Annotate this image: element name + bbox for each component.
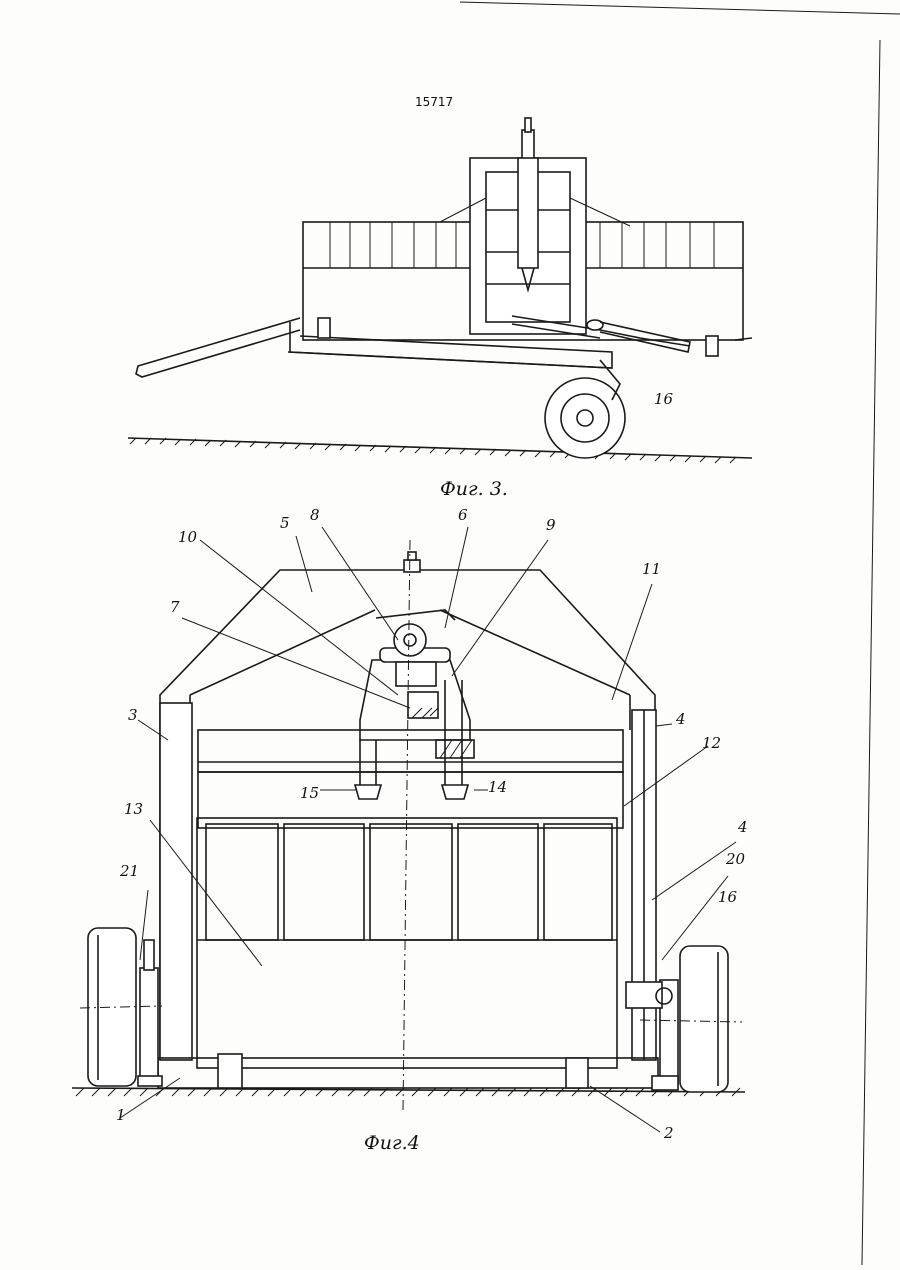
fig4-label-20: 20: [726, 850, 745, 868]
fig4-label-14: 14: [488, 778, 507, 796]
fig4-label-8: 8: [310, 506, 320, 524]
scan-right-edge: [862, 40, 880, 1265]
fig4-label-4-upper: 4: [676, 710, 686, 728]
fig4-label-9: 9: [546, 516, 556, 534]
fig4-label-16: 16: [718, 888, 737, 906]
fig4-label-7: 7: [170, 598, 180, 616]
fig4-label-11: 11: [642, 560, 661, 578]
scan-top-edge: [460, 2, 900, 14]
fig4-label-1: 1: [116, 1106, 126, 1124]
fig3-label-16: 16: [654, 390, 673, 408]
figure-4-caption: Фиг.4: [364, 1132, 420, 1154]
fig4-label-5: 5: [280, 514, 290, 532]
fig4-label-4-lower: 4: [738, 818, 748, 836]
fig4-label-10: 10: [178, 528, 197, 546]
fig4-label-13: 13: [124, 800, 143, 818]
fig4-label-6: 6: [458, 506, 468, 524]
figure-3-caption: Фиг. 3.: [440, 478, 508, 500]
fig4-label-3: 3: [128, 706, 138, 724]
figure-3-drawing: [128, 118, 752, 463]
fig4-label-12: 12: [702, 734, 721, 752]
figure-4-drawing: [72, 527, 745, 1132]
fig4-label-15: 15: [300, 784, 319, 802]
fig4-label-21: 21: [120, 862, 139, 880]
fig4-label-2: 2: [664, 1124, 674, 1142]
